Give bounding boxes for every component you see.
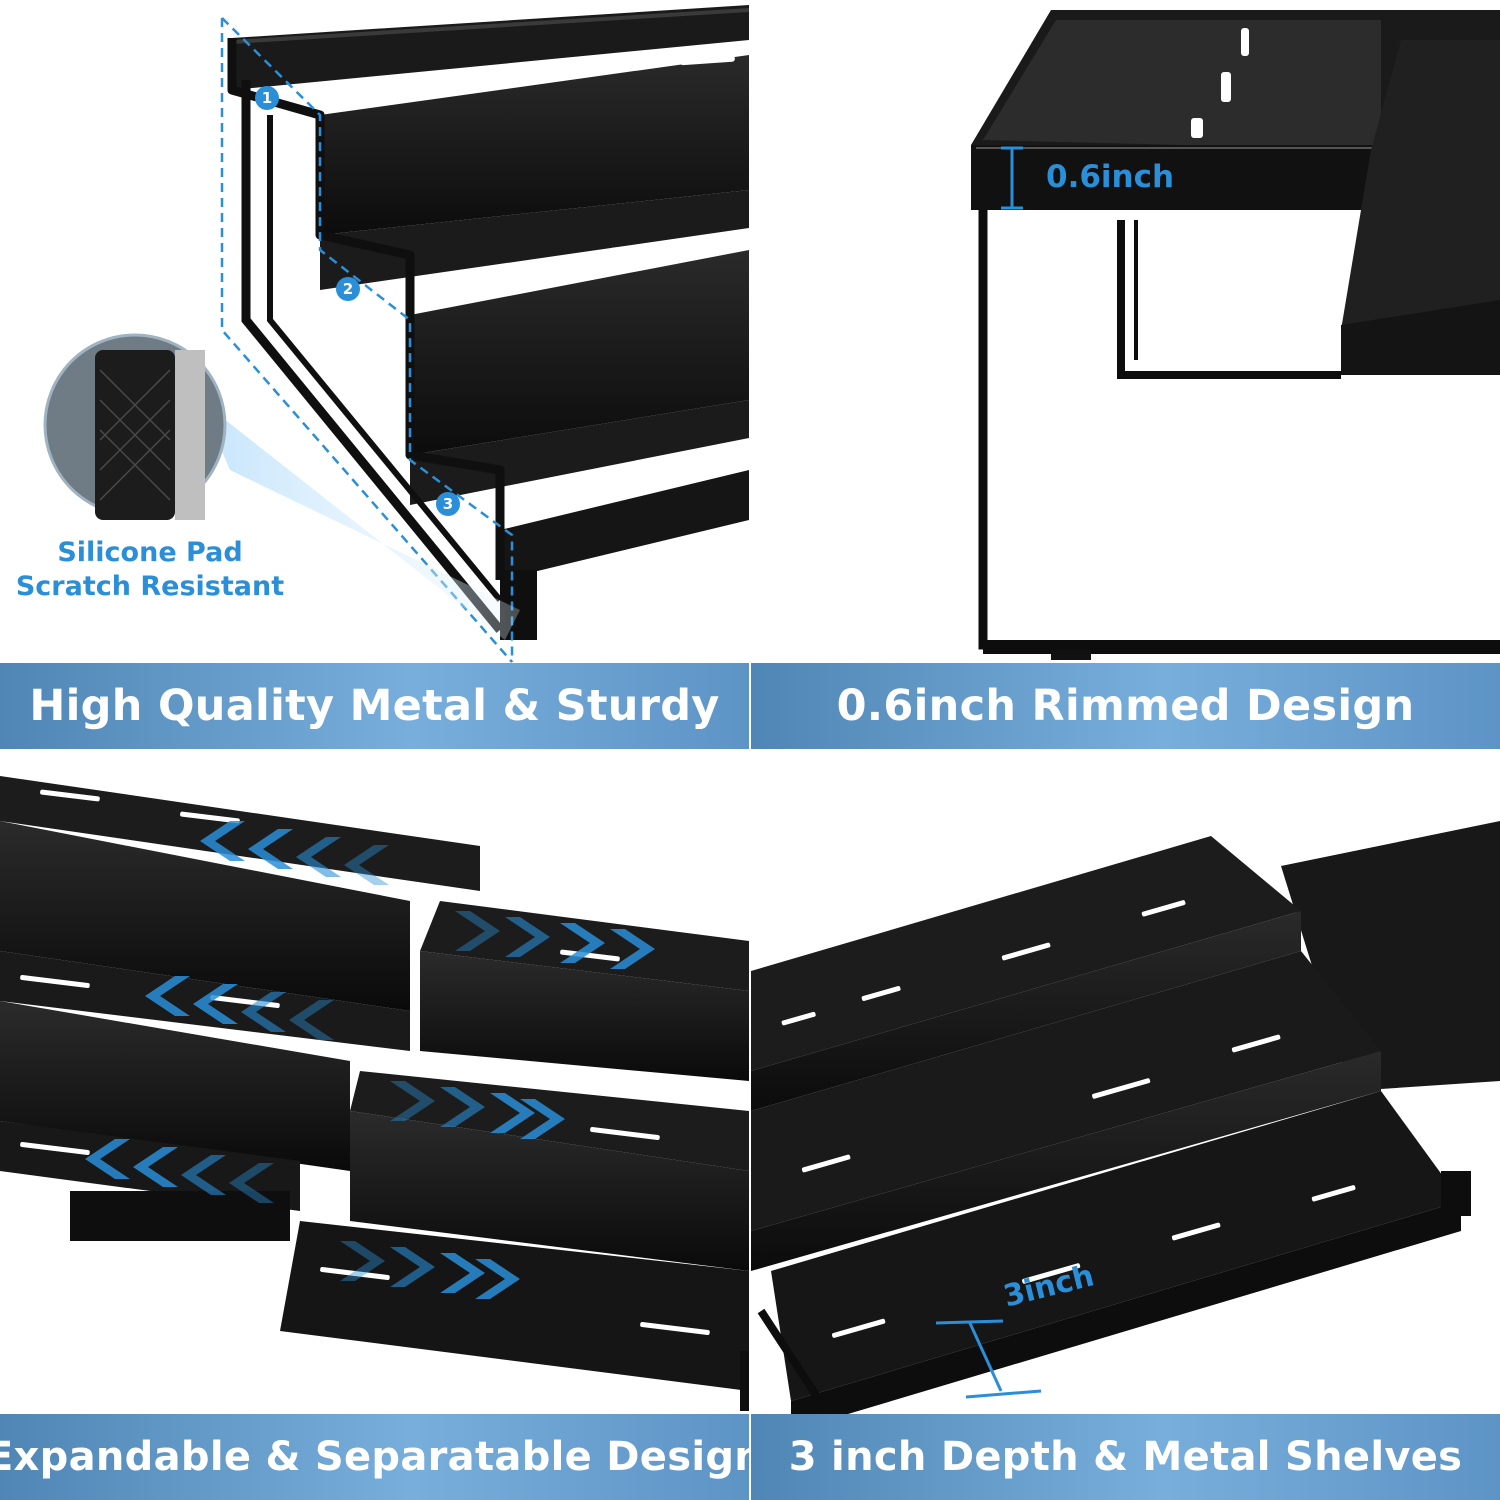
expandable-shelf-illustration	[0, 776, 749, 1411]
top-tier-surface	[232, 5, 749, 90]
shelf-slots	[330, 55, 749, 500]
tier-2-riser	[410, 250, 749, 455]
rim-height-dimension: 0.6inch	[1046, 159, 1175, 195]
panel-depth-metal: 3inch 3 inch Depth & Metal Shelves	[751, 751, 1500, 1500]
banner-depth-metal: 3 inch Depth & Metal Shelves	[751, 1414, 1500, 1500]
rimmed-shelf-illustration	[971, 10, 1500, 660]
tier-3-front	[500, 470, 749, 580]
chevrons-left	[85, 821, 389, 1203]
tier-1-riser	[320, 55, 749, 235]
banner-expandable: Expandable & Separatable Design	[0, 1414, 749, 1500]
panel-expandable: Expandable & Separatable Design	[0, 751, 749, 1500]
marker-3: 3	[436, 492, 460, 516]
chevrons-right	[340, 911, 655, 1299]
banner-rimmed-design: 0.6inch Rimmed Design	[751, 663, 1500, 749]
pad-note-line2: Scratch Resistant	[15, 571, 285, 602]
depth-shelf-illustration	[751, 821, 1500, 1444]
banner-sturdy-metal: High Quality Metal & Sturdy	[0, 663, 749, 749]
panel-sturdy-metal: 1 2 3 Silicone Pad Scratch Resistant Hig…	[0, 0, 749, 749]
marker-1: 1	[255, 86, 279, 110]
shelf-side-view-illustration	[43, 5, 749, 663]
marker-2: 2	[336, 277, 360, 301]
panel-rimmed-design: 0.6inch Rimmed Design	[751, 0, 1500, 749]
pad-note-line1: Silicone Pad	[57, 537, 243, 568]
silicone-pad-note: Silicone Pad Scratch Resistant	[0, 536, 300, 604]
